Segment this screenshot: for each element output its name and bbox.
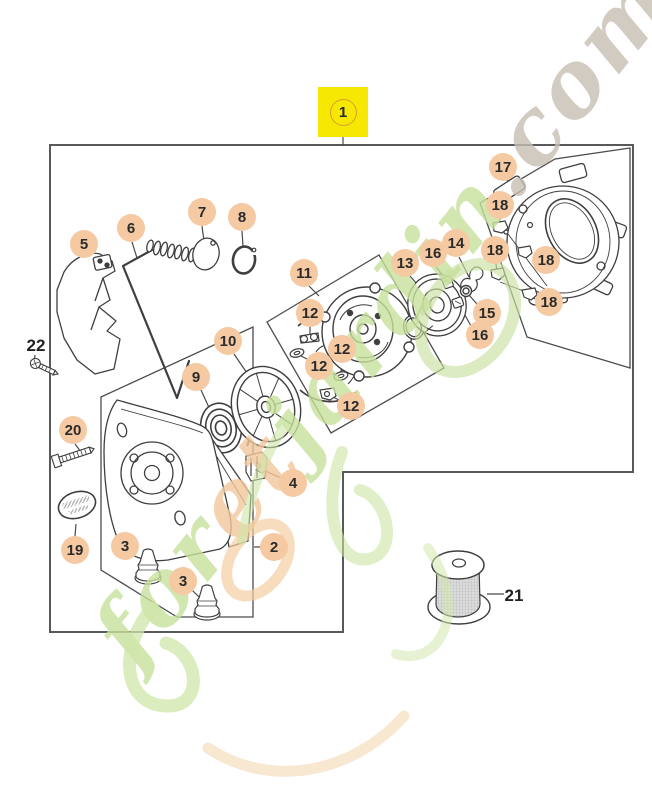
callout-5[interactable]: 5 (70, 230, 98, 258)
callout-9[interactable]: 9 (182, 363, 210, 391)
callout-12[interactable]: 12 (305, 352, 333, 380)
part-7-starter-grip (146, 237, 220, 271)
callout-18[interactable]: 18 (486, 191, 514, 219)
callout-7[interactable]: 7 (188, 198, 216, 226)
callout-3[interactable]: 3 (111, 532, 139, 560)
part-3-buffer-plug (134, 548, 162, 585)
callout-3[interactable]: 3 (169, 567, 197, 595)
callout-11[interactable]: 11 (290, 259, 318, 287)
part-12-clips-and-springs (289, 315, 359, 403)
part-5-cover-bracket (56, 252, 121, 375)
part-22-screw (29, 357, 59, 376)
callout-4[interactable]: 4 (279, 469, 307, 497)
callout-17[interactable]: 17 (489, 153, 517, 181)
callout-12[interactable]: 12 (337, 392, 365, 420)
callout-20[interactable]: 20 (59, 416, 87, 444)
callout-13[interactable]: 13 (391, 249, 419, 277)
callout-12[interactable]: 12 (328, 335, 356, 363)
callout-18[interactable]: 18 (535, 288, 563, 316)
callout-10[interactable]: 10 (214, 327, 242, 355)
callout-8[interactable]: 8 (228, 203, 256, 231)
part-8-ring (231, 245, 258, 275)
part-label-21[interactable]: 21 (504, 586, 524, 605)
callout-18[interactable]: 18 (532, 246, 560, 274)
callout-19[interactable]: 19 (61, 536, 89, 564)
part-19-logo-badge (57, 490, 97, 520)
part-label-22[interactable]: 22 (26, 336, 46, 355)
callout-16[interactable]: 16 (466, 321, 494, 349)
part-20-screw (50, 446, 95, 469)
callout-12[interactable]: 12 (296, 299, 324, 327)
callout-6[interactable]: 6 (117, 214, 145, 242)
callout-2[interactable]: 2 (260, 533, 288, 561)
callout-16[interactable]: 16 (419, 239, 447, 267)
callout-1[interactable]: 1 (329, 98, 357, 126)
callout-18[interactable]: 18 (481, 236, 509, 264)
